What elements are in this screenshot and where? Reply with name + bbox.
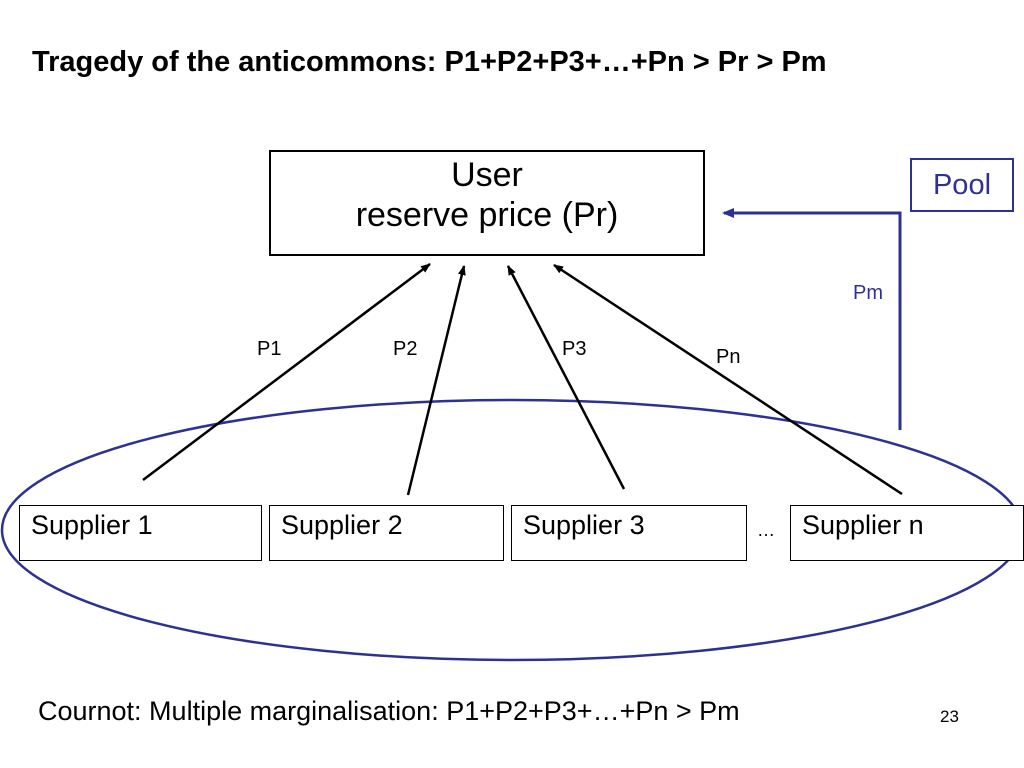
arrow-pn	[553, 263, 903, 496]
supplier-2-box: Supplier 2	[269, 505, 504, 561]
arrow-p2	[406, 265, 466, 496]
pool-box: Pool	[910, 158, 1014, 212]
supplier-ellipsis: …	[757, 520, 775, 540]
pn-label: Pn	[716, 346, 741, 368]
footer-text: Cournot: Multiple marginalisation: P1+P2…	[38, 696, 740, 726]
arrow-p3	[506, 265, 626, 490]
p3-label: P3	[562, 338, 587, 360]
pm-label: Pm	[853, 282, 883, 304]
supplier-1-box: Supplier 1	[19, 505, 262, 561]
slide-title: Tragedy of the anticommons: P1+P2+P3+…+P…	[32, 46, 827, 78]
arrow-pm	[722, 208, 902, 430]
arrow-p1	[142, 263, 431, 481]
p1-label: P1	[257, 338, 282, 360]
user-reserve-price-box: User reserve price (Pr)	[269, 150, 705, 256]
page-number: 23	[940, 707, 959, 726]
user-box-line2: reserve price (Pr)	[355, 196, 619, 234]
user-box-line1: User	[451, 156, 523, 194]
supplier-3-box: Supplier 3	[511, 505, 747, 561]
supplier-n-box: Supplier n	[790, 505, 1024, 561]
p2-label: P2	[393, 338, 418, 360]
